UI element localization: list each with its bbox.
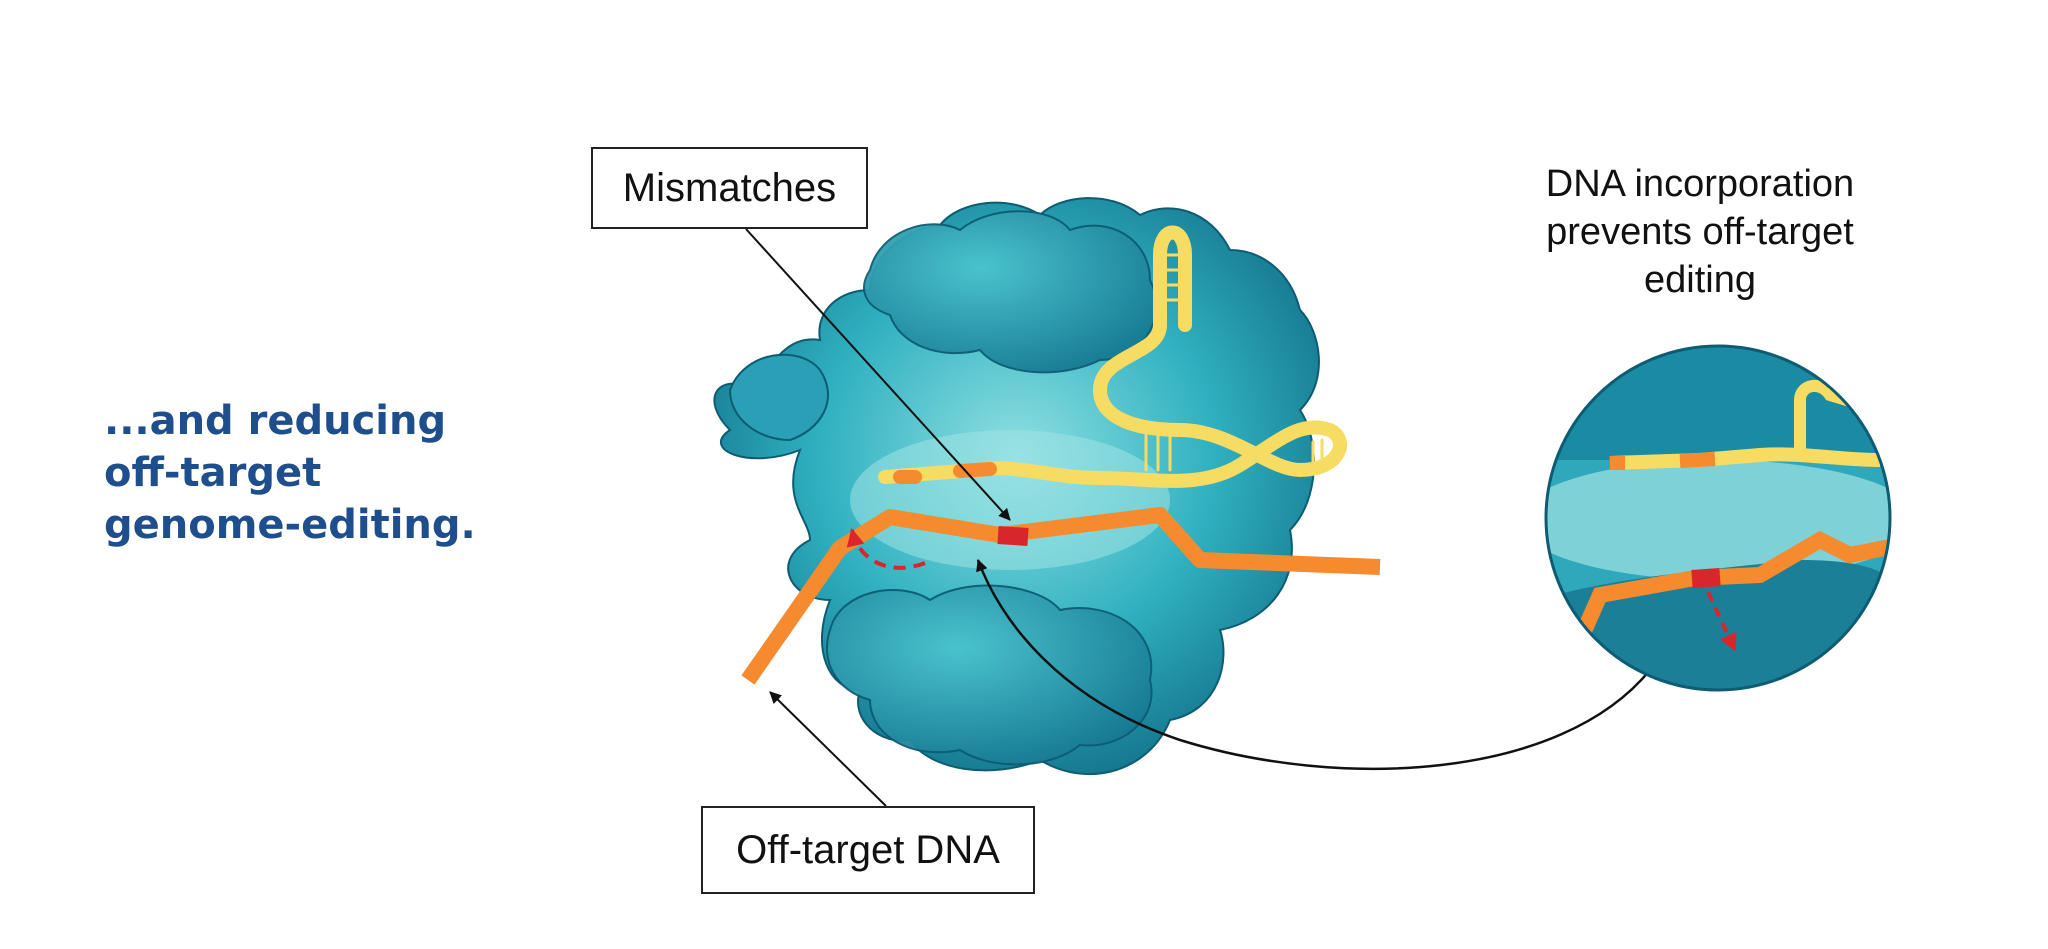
headline-line-2: off-target bbox=[104, 450, 322, 496]
cas9-protein bbox=[713, 197, 1320, 775]
zoom-inset bbox=[1544, 344, 1892, 692]
off-target-dna-strand bbox=[741, 507, 1381, 685]
red-dashed-arrow bbox=[846, 528, 926, 570]
off-target-leader-line bbox=[769, 691, 887, 807]
caption-line-1: DNA incorporation bbox=[1545, 163, 1855, 205]
mismatches-label-text: Mismatches bbox=[622, 165, 837, 210]
caption-line-2: prevents off-target bbox=[1546, 211, 1854, 253]
off-target-dna-label-text: Off-target DNA bbox=[736, 827, 1000, 872]
mismatches-leader-line bbox=[745, 228, 1011, 521]
caption-line-3: editing bbox=[1644, 259, 1756, 301]
headline: ...and reducing off-target genome-editin… bbox=[104, 395, 524, 551]
guide-rna bbox=[878, 225, 1347, 488]
headline-line-1: ...and reducing bbox=[104, 398, 447, 444]
curved-arrow bbox=[976, 559, 1651, 771]
off-target-dna-label: Off-target DNA bbox=[701, 806, 1035, 894]
zoom-caption: DNA incorporation prevents off-target ed… bbox=[1490, 160, 1910, 304]
headline-line-3: genome-editing. bbox=[104, 502, 476, 548]
mismatches-label: Mismatches bbox=[591, 147, 868, 229]
